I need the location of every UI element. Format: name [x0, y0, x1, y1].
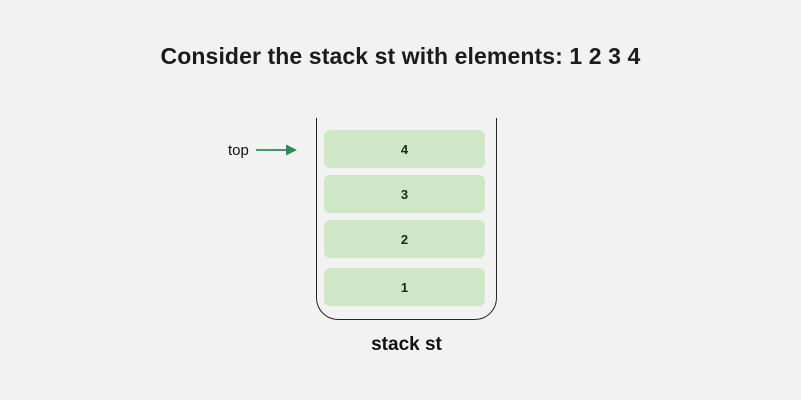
- stack-figure: 4 3 2 1: [316, 118, 497, 320]
- stack-cell: 3: [324, 175, 485, 213]
- stack-caption: stack st: [371, 334, 442, 355]
- stack-cell: 4: [324, 130, 485, 168]
- stack-cell: 2: [324, 220, 485, 258]
- top-pointer-annotation: top: [228, 138, 298, 162]
- stack-cell: 1: [324, 268, 485, 306]
- page-title: Consider the stack st with elements: 1 2…: [160, 43, 641, 69]
- top-pointer-label: top: [228, 141, 249, 159]
- arrow-right-icon: [255, 144, 297, 156]
- stack-container: [316, 118, 497, 320]
